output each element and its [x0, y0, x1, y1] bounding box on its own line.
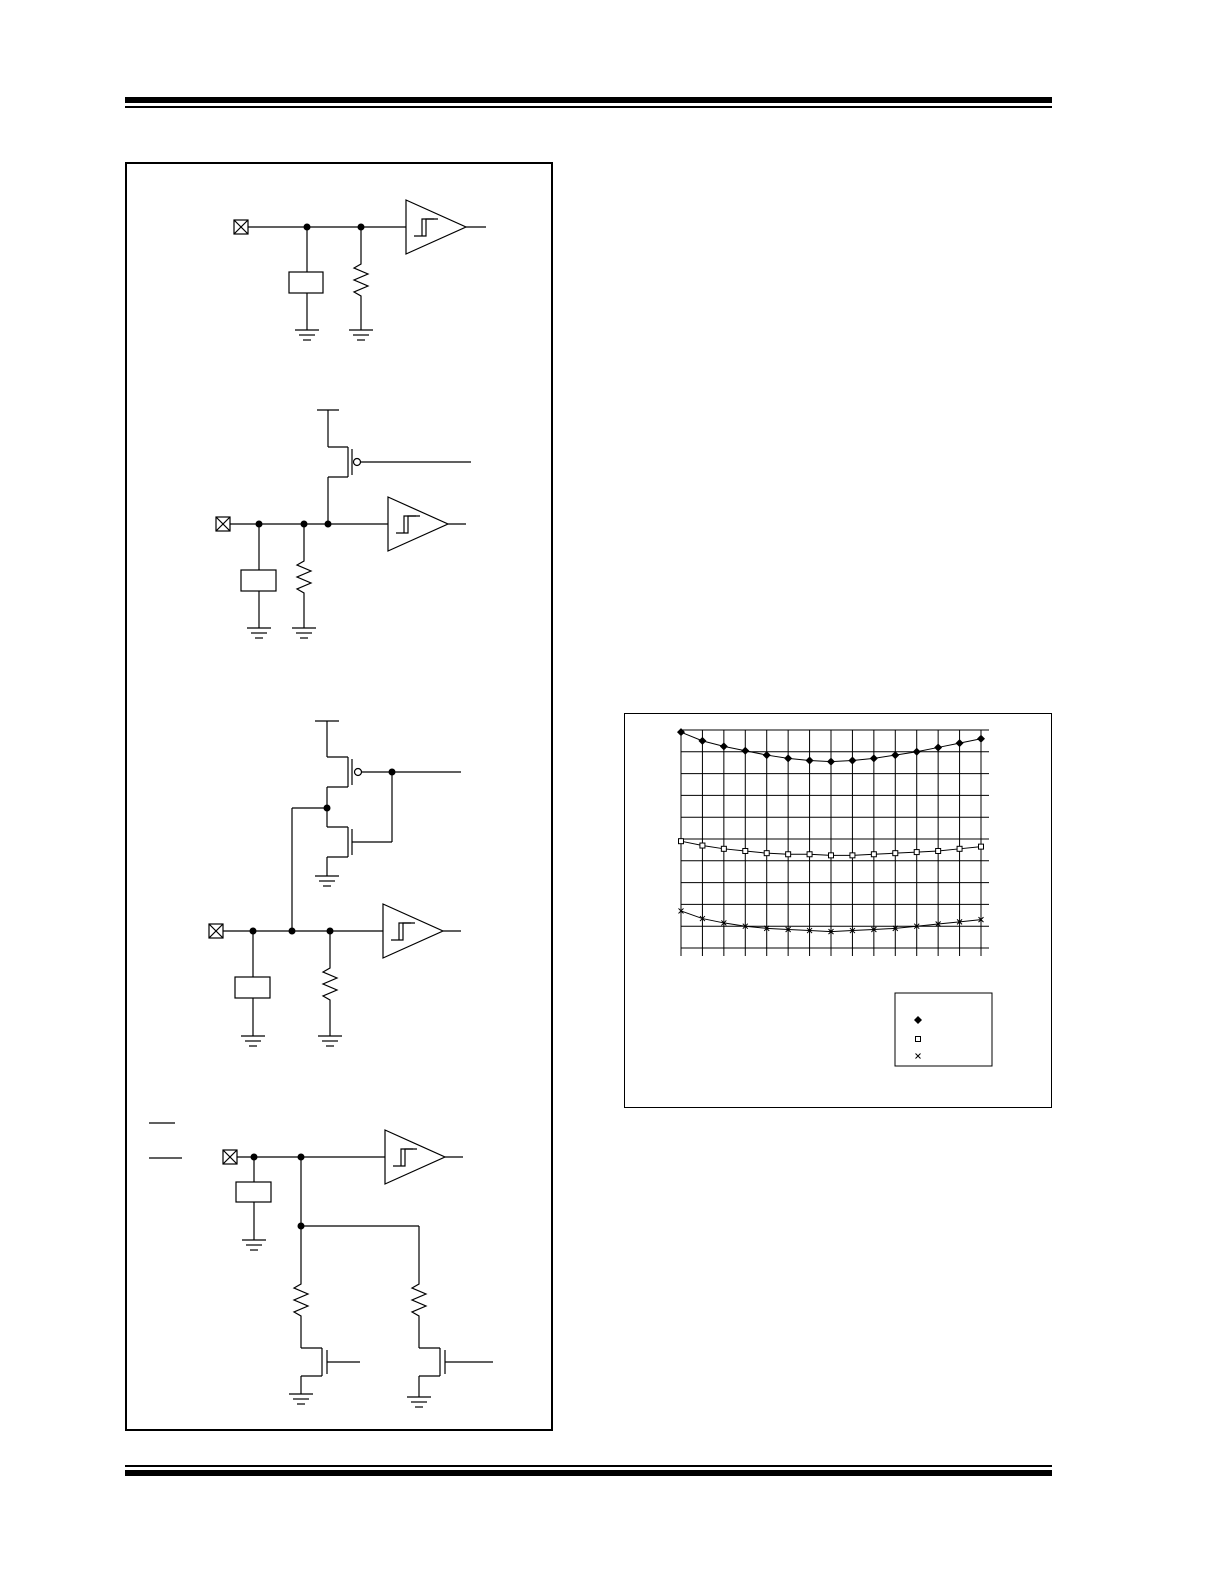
- series-1-point: [784, 754, 793, 763]
- series-3-point: [699, 915, 706, 922]
- series-2-point: [806, 851, 813, 858]
- chart-grid: [680, 729, 989, 956]
- circuit-2: [215, 409, 471, 639]
- circuit-1: [233, 199, 486, 341]
- legend-marker-2: [915, 1036, 921, 1042]
- series-3-point: [849, 927, 856, 934]
- series-2-point: [828, 852, 834, 859]
- series-3-point: [806, 927, 813, 934]
- series-2-point: [935, 847, 942, 854]
- series-1: [677, 728, 985, 766]
- chart-legend: [894, 992, 993, 1067]
- series-2-point: [870, 851, 877, 858]
- series-1-point: [912, 747, 921, 756]
- series-1-point: [977, 734, 985, 743]
- series-2-point: [763, 850, 770, 857]
- series-1-point: [848, 756, 857, 765]
- circuit-3: [208, 720, 461, 1047]
- series-2-point: [678, 838, 684, 845]
- header-rule-thick: [125, 97, 1052, 103]
- series-3-point: [913, 923, 920, 930]
- series-3-point: [678, 908, 684, 914]
- chart-plot-area: [677, 728, 985, 935]
- series-1-point: [827, 757, 835, 766]
- series-2-point: [720, 845, 727, 852]
- legend-marker-1: [914, 1016, 922, 1024]
- series-1-point: [677, 728, 685, 737]
- series-1-point: [698, 736, 707, 745]
- series-3-point: [892, 925, 899, 932]
- footer-rule-thick: [125, 1470, 1052, 1476]
- series-2-point: [742, 847, 749, 854]
- header-rule-thin: [125, 106, 1052, 108]
- series-2-point: [913, 849, 920, 856]
- series-2: [678, 838, 984, 859]
- series-1-point: [934, 743, 943, 752]
- series-1-point: [805, 756, 814, 765]
- series-1-point: [762, 751, 771, 760]
- series-1-point: [955, 739, 964, 748]
- series-3-point: [935, 921, 941, 927]
- series-3-point: [871, 926, 877, 933]
- series-3-point: [828, 928, 834, 935]
- series-2-point: [785, 851, 792, 858]
- series-2-point: [892, 850, 899, 857]
- series-3: [678, 908, 984, 935]
- series-1-point: [869, 754, 878, 763]
- series-1-point: [741, 746, 750, 755]
- series-2-point: [978, 843, 984, 850]
- series-2-point: [849, 852, 856, 859]
- series-1-point: [719, 742, 728, 751]
- series-3-point: [763, 925, 770, 932]
- series-2-point: [956, 845, 963, 852]
- series-3-point: [742, 923, 749, 930]
- footer-rule-thin: [125, 1465, 1052, 1467]
- series-2-point: [699, 842, 706, 849]
- series-3-point: [785, 926, 791, 933]
- series-3-point: [721, 920, 727, 926]
- legend-marker-3: [915, 1053, 921, 1059]
- series-3-point: [978, 916, 984, 923]
- circuit-figure-panel: [125, 162, 553, 1431]
- circuit-4: [149, 1122, 493, 1408]
- series-1-point: [891, 751, 900, 760]
- series-3-point: [956, 918, 963, 925]
